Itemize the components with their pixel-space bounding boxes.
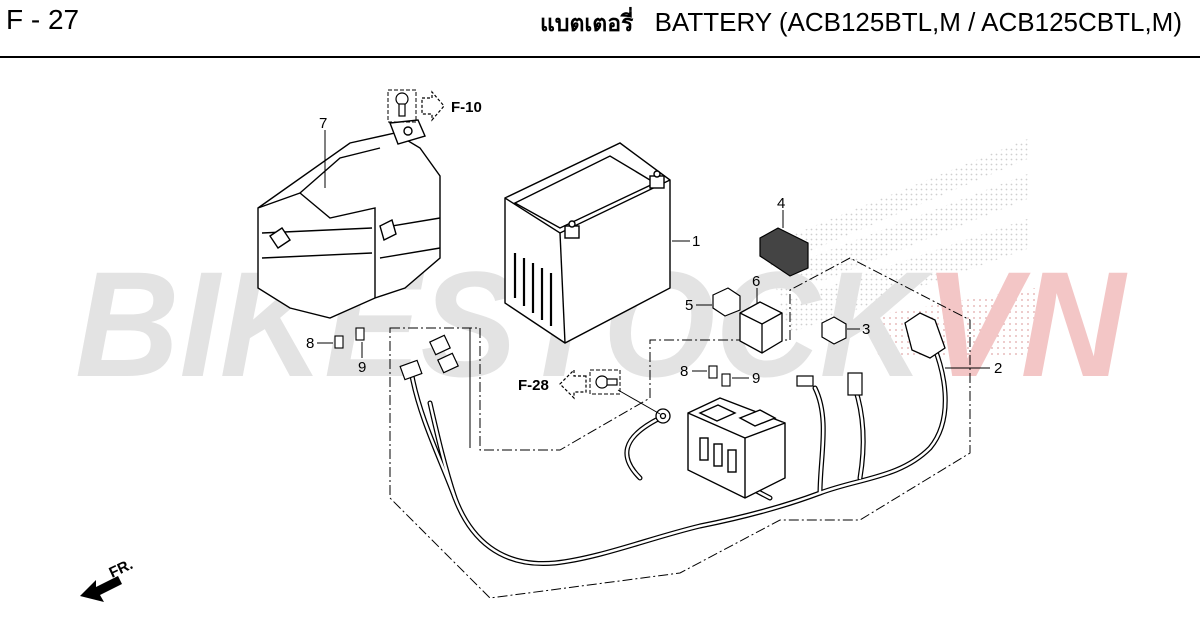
front-arrow-icon [80, 576, 122, 602]
bolt-icon-f28 [589, 369, 621, 395]
page-header: F - 27 แบตเตอรี่ BATTERY (ACB125BTL,M / … [0, 0, 1200, 58]
callout-8-left: 8 [306, 335, 314, 352]
callout-2: 2 [994, 360, 1002, 377]
callout-6: 6 [752, 273, 760, 290]
connector-icon [399, 334, 863, 396]
parts-diagram: BIKESTOCKVN 7 F-10 8 9 [75, 89, 1128, 602]
callout-1: 1 [692, 233, 700, 250]
callout-5: 5 [685, 297, 693, 314]
ref-f28: F-28 [518, 377, 549, 394]
fuse-holder-cap-icon [759, 227, 809, 277]
relay-small-icon [712, 287, 741, 317]
fuse-box-icon [687, 397, 786, 499]
fuse-icon [334, 327, 365, 349]
connector-block-icon [821, 316, 847, 345]
callout-9-left: 9 [358, 359, 366, 376]
battery-cover-icon [257, 119, 441, 319]
ring-terminal-icon [655, 408, 671, 424]
watermark-accent: VN [924, 240, 1127, 408]
page-title-thai: แบตเตอรี่ [540, 11, 634, 37]
watermark-wing-icon [760, 138, 1035, 358]
callout-9-right: 9 [752, 370, 760, 387]
page-title: แบตเตอรี่ BATTERY (ACB125BTL,M / ACB125C… [540, 6, 1182, 42]
ref-f10: F-10 [451, 99, 482, 116]
fuse-icon-right [708, 365, 731, 387]
bolt-icon [387, 89, 417, 123]
page-number: F - 27 [6, 4, 80, 35]
ref-arrow-f10-icon [421, 90, 445, 122]
callout-7: 7 [319, 115, 327, 132]
harness-boot-icon [904, 312, 946, 359]
bolt-leader [617, 389, 661, 415]
callout-4: 4 [777, 195, 785, 212]
ref-arrow-f28-icon [559, 368, 587, 400]
page-title-english: BATTERY (ACB125BTL,M / ACB125CBTL,M) [654, 7, 1182, 37]
relay-icon [739, 301, 783, 354]
callout-3: 3 [862, 321, 870, 338]
assembly-outline [389, 257, 971, 599]
front-label: FR. [107, 556, 136, 582]
callout-8-right: 8 [680, 363, 688, 380]
battery-icon [504, 142, 671, 344]
